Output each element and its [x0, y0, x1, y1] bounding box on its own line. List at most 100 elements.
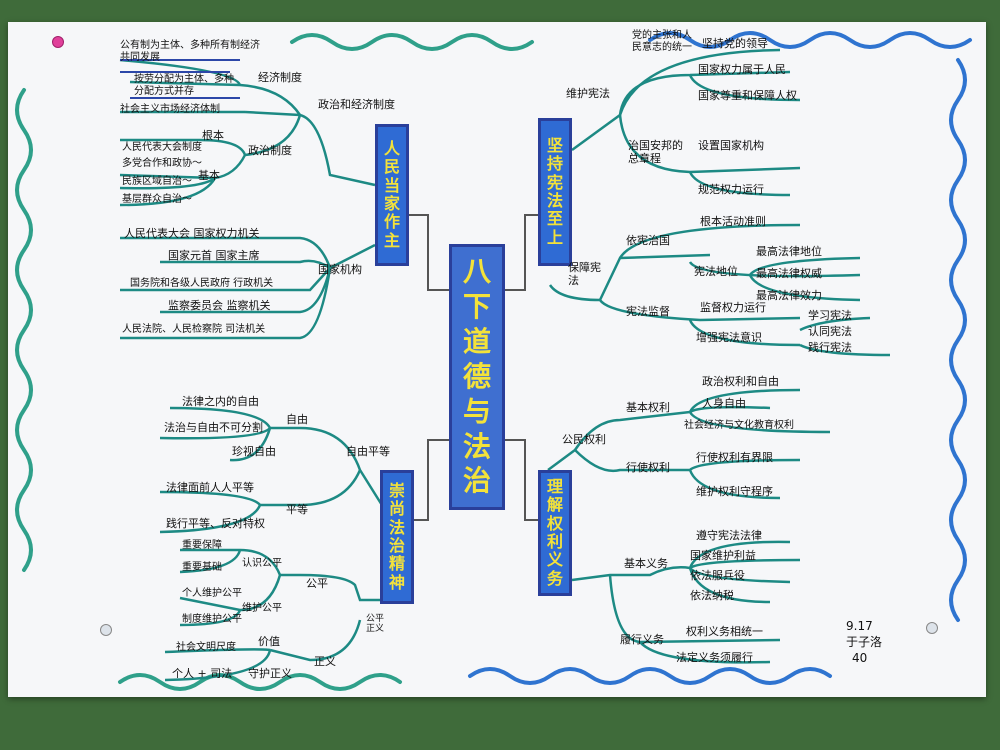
branch-char: 利 [546, 532, 563, 551]
node-organ: 国家元首 国家主席 [168, 249, 260, 262]
node-item: 行使权利有界限 [696, 451, 773, 464]
decorative-border [15, 31, 972, 691]
node-item: 权利义务相统一 [686, 625, 763, 638]
branch-char: 当 [383, 175, 400, 195]
node-item: 政治权利和自由 [702, 375, 779, 388]
center-title-char: 下 [462, 290, 491, 324]
center-title-char: 八 [462, 255, 491, 289]
node-item: 规范权力运行 [698, 183, 764, 196]
signature-date: 9.17 [846, 619, 873, 633]
branch-char: 至 [546, 209, 563, 229]
node-item: 践行宪法 [808, 341, 852, 354]
node-item: 最高法律地位 [756, 245, 822, 258]
branch-char: 义 [546, 550, 563, 570]
branch-char: 理 [546, 476, 563, 496]
branch-char: 解 [546, 495, 563, 515]
node-item: 坚持党的领导 [702, 37, 768, 50]
node-perform-duties: 履行义务 [620, 633, 664, 646]
node-item: 最高法律效力 [756, 289, 822, 302]
node-item: 依法服兵役 [690, 569, 745, 582]
bottom-left-lines [159, 406, 387, 682]
node-item: 根本活动准则 [700, 215, 766, 228]
node-item: 学习宪法 [808, 309, 852, 322]
node-item: 珍视自由 [232, 445, 276, 458]
node-organ: 人民代表大会 国家权力机关 [124, 227, 260, 240]
node-fairness: 公平 [306, 577, 328, 590]
pin-icon [926, 622, 938, 634]
node-root-item: 人民代表大会制度 [122, 142, 202, 153]
node-basic-item: 基层群众自治～ [122, 194, 192, 205]
node-item: 重要基础 [182, 562, 222, 573]
node-item: 依法纳税 [690, 589, 734, 602]
node-economic-system: 经济制度 [258, 71, 302, 84]
branch-char: 权 [546, 513, 563, 533]
node-item: 社会经济与文化教育权利 [684, 420, 794, 431]
branch-char: 法 [388, 517, 405, 537]
center-connectors [408, 214, 538, 521]
branch-char: 人 [383, 138, 400, 158]
node-basic-duties: 基本义务 [624, 557, 668, 570]
node-item: 国家尊重和保障人权 [698, 89, 797, 102]
node-basic-label: 基本 [198, 169, 220, 182]
pin-icon [100, 624, 112, 636]
node-value: 价值 [258, 635, 280, 648]
node-item: 社会文明尺度 [176, 642, 236, 653]
pin-icon [52, 36, 64, 48]
branch-char: 精 [388, 554, 405, 574]
node-fairness-justice: 公平正义 [366, 614, 385, 635]
node-rule-by-constitution: 依宪治国 [626, 234, 670, 247]
node-item: 国家权力属于人民 [698, 63, 786, 76]
top-right-lines [548, 48, 891, 357]
branch-char: 家 [383, 194, 400, 213]
node-basic-item: 多党合作和政协～ [122, 158, 202, 169]
center-title-char: 德 [462, 359, 491, 393]
branch-char: 民 [383, 157, 400, 177]
node-organ: 国务院和各级人民政府 行政机关 [130, 278, 274, 289]
branch-char: 主 [383, 230, 400, 250]
node-basic-rights: 基本权利 [626, 401, 670, 414]
node-item: 法定义务须履行 [676, 651, 753, 664]
node-freedom-equality: 自由平等 [346, 445, 390, 458]
center-title-char: 与 [462, 394, 491, 428]
branch-char: 宪 [546, 172, 563, 192]
signature-number: 40 [852, 651, 868, 665]
branch-char: 坚 [546, 135, 563, 155]
branch-char: 崇 [388, 480, 405, 500]
branch-char: 治 [388, 536, 405, 555]
branch-char: 持 [546, 154, 563, 174]
branch-char: 尚 [388, 499, 405, 519]
node-general-charter: 治国安邦的总章程 [628, 139, 683, 165]
node-econ-item: 社会主义市场经济体制 [120, 104, 220, 115]
node-freedom: 自由 [286, 413, 308, 426]
node-item: 认同宪法 [808, 325, 852, 338]
node-econ-item: 按劳分配为主体、多种分配方式并存 [134, 74, 234, 97]
center-title-char: 治 [462, 464, 491, 498]
branch-bottom-left: 崇 尚 法 治 精 神 [380, 470, 414, 604]
node-organ: 人民法院、人民检察院 司法机关 [122, 324, 266, 335]
node-item: 践行平等、反对特权 [166, 517, 265, 530]
node-item: 重要保障 [182, 540, 222, 551]
node-constitution-status: 宪法地位 [694, 265, 738, 278]
node-item: 增强宪法意识 [696, 331, 762, 344]
node-item: 个人 + 司法 [172, 667, 233, 680]
node-state-organs: 国家机构 [318, 263, 362, 276]
branch-top-right: 坚 持 宪 法 至 上 [538, 118, 572, 266]
signature-name: 于子洛 [846, 635, 883, 649]
node-item: 人身自由 [702, 397, 746, 410]
node-citizen-rights: 公民权利 [562, 433, 606, 446]
node-item: 遵守宪法法律 [696, 529, 762, 542]
branch-char: 务 [546, 568, 563, 588]
bottom-right-lines [547, 388, 831, 664]
node-item: 个人维护公平 [182, 588, 242, 599]
node-maintain-fairness: 维护公平 [242, 603, 282, 614]
branch-char: 神 [388, 572, 405, 592]
node-protect-constitution: 保障宪法 [568, 261, 601, 287]
node-basic-item: 民族区域自治～ [122, 176, 192, 187]
top-left-underlines [120, 59, 240, 99]
top-left-lines [119, 58, 376, 340]
node-justice: 正义 [314, 655, 336, 668]
node-item: 国家维护利益 [690, 549, 756, 562]
node-political-system: 政治制度 [248, 144, 292, 157]
node-exercise-rights: 行使权利 [626, 461, 670, 474]
